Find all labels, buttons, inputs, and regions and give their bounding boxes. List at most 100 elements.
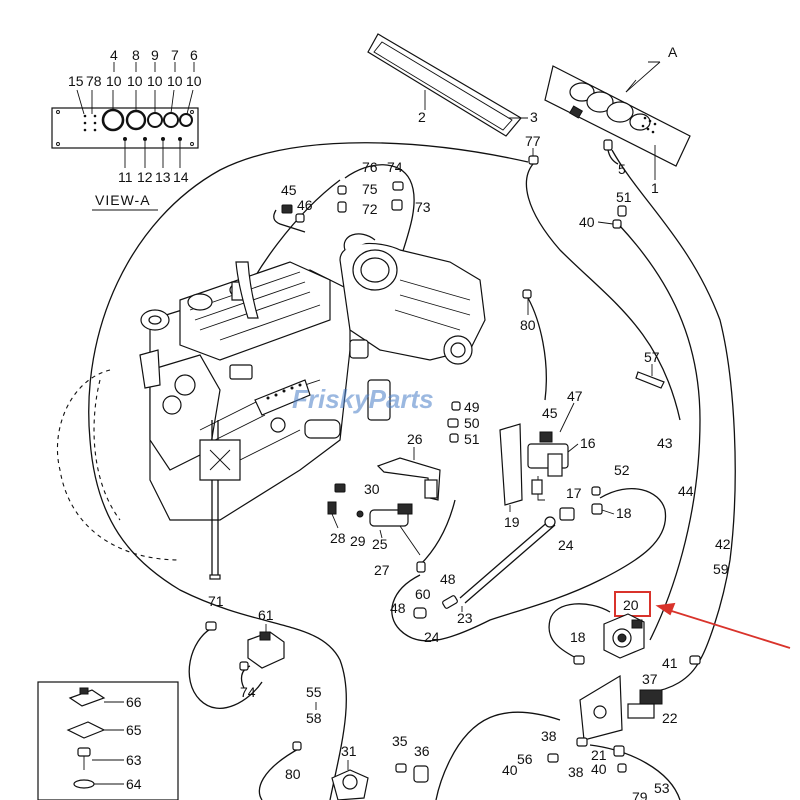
- part-label: 24: [558, 537, 574, 553]
- part-label: 56: [517, 751, 533, 767]
- part-label: 55: [306, 684, 322, 700]
- part-label: 50: [464, 415, 480, 431]
- part-label: 21: [591, 747, 607, 763]
- part-label: 22: [662, 710, 678, 726]
- part-label: 48: [390, 600, 406, 616]
- part-label: 35: [392, 733, 408, 749]
- part-label: 51: [616, 189, 632, 205]
- fittings-48-60: 48 60 48 24: [390, 561, 456, 645]
- part-label: 28: [330, 530, 346, 546]
- part-label: 48: [440, 571, 456, 587]
- part-label: 26: [407, 431, 423, 447]
- legend-box: 66 65 63 64: [37, 681, 179, 800]
- bottom-right-fittings: 38 38 56 40 21 40 53 79: [502, 728, 670, 800]
- part-label: 60: [415, 586, 431, 602]
- part-label: 11: [118, 169, 133, 185]
- part-label: 17: [566, 485, 582, 501]
- part-label: 31: [341, 743, 357, 759]
- part-label: 14: [173, 169, 189, 185]
- part-label: 29: [350, 533, 366, 549]
- part-label: 13: [155, 169, 171, 185]
- part-label: 47: [567, 388, 583, 404]
- part-label: 24: [424, 629, 440, 645]
- part-label: 75: [362, 181, 378, 197]
- fittings-18-41: 18 41: [570, 629, 701, 671]
- part-label: 52: [614, 462, 630, 478]
- part-label: 51: [464, 431, 480, 447]
- part-label: 61: [258, 607, 274, 623]
- fittings-49-51: 49 50 51: [447, 399, 480, 447]
- part-label: 45: [542, 405, 558, 421]
- fittings-55-58-80: 55 58 80: [285, 684, 322, 782]
- part-label: 36: [414, 743, 430, 759]
- filter-assembly: 26 30 28 29 25 27: [327, 431, 441, 578]
- hoses: [88, 142, 736, 800]
- part-label: 18: [570, 629, 586, 645]
- part-label: 80: [285, 766, 301, 782]
- part-label: 71: [208, 593, 224, 609]
- part-label: 45: [281, 182, 297, 198]
- pipe-23: 24 23: [442, 507, 575, 626]
- solenoid-valve-16: 19 45 47 16: [499, 388, 596, 530]
- fittings-17-18: 17 18: [566, 485, 632, 521]
- part-label: 19: [504, 514, 520, 530]
- part-label: 10: [167, 73, 183, 89]
- part-label: 4: [110, 47, 118, 63]
- part-label: 80: [520, 317, 536, 333]
- part-label: 41: [662, 655, 678, 671]
- part-label: 3: [530, 109, 538, 125]
- fitting: 80: [520, 289, 536, 333]
- part-label: 79: [632, 789, 648, 800]
- part-label: 7: [171, 47, 179, 63]
- part-label: 40: [591, 761, 607, 777]
- part-label: 58: [306, 710, 322, 726]
- part-label: 59: [713, 561, 729, 577]
- part-label: 66: [126, 694, 142, 710]
- highlight-part-number: 20: [623, 597, 639, 613]
- part-label: 53: [654, 780, 670, 796]
- view-a-inset: 15 78 4 8 9 7 6 10 10 10 10 10 11 12 13 …: [51, 47, 202, 211]
- clip-57: 57: [635, 349, 665, 389]
- part-label: 49: [464, 399, 480, 415]
- part-label: 15: [68, 73, 84, 89]
- control-valve-block: A 1: [544, 44, 691, 196]
- part-label: 18: [616, 505, 632, 521]
- part-label: 23: [457, 610, 473, 626]
- view-a-caption: VIEW-A: [95, 192, 151, 208]
- fitting-61-assembly: 71 61 74: [205, 593, 285, 700]
- part-label: 16: [580, 435, 596, 451]
- part-label: 38: [568, 764, 584, 780]
- legend-frame: [37, 681, 179, 800]
- part-label: 2: [418, 109, 426, 125]
- part-label: 40: [502, 762, 518, 778]
- watermark: FriskyParts: [292, 384, 434, 414]
- part-label: 10: [186, 73, 202, 89]
- bracket-22: 37 22: [579, 671, 678, 741]
- part-label: 9: [151, 47, 159, 63]
- part-label: 25: [372, 536, 388, 552]
- valve-31-assembly: 31 35 36: [331, 733, 430, 800]
- part-label: 78: [86, 73, 102, 89]
- part-label: 1: [651, 180, 659, 196]
- part-label: 72: [362, 201, 378, 217]
- part-label: 63: [126, 752, 142, 768]
- gasket-plate: 2 3: [367, 33, 538, 137]
- part-label: 46: [297, 197, 313, 213]
- fitting: 51 40: [579, 189, 632, 230]
- fitting: 5 77: [525, 133, 626, 177]
- part-label: 12: [137, 169, 153, 185]
- part-label: 43: [657, 435, 673, 451]
- highlighted-part-20: 20: [603, 591, 791, 659]
- part-label: 38: [541, 728, 557, 744]
- part-label: 42: [715, 536, 731, 552]
- part-label: 74: [240, 684, 256, 700]
- part-label: 37: [642, 671, 658, 687]
- part-label: 77: [525, 133, 541, 149]
- part-label: 65: [126, 722, 142, 738]
- part-label: 10: [147, 73, 163, 89]
- part-label: 5: [618, 161, 626, 177]
- part-label: 6: [190, 47, 198, 63]
- part-label: 8: [132, 47, 140, 63]
- part-label: 73: [415, 199, 431, 215]
